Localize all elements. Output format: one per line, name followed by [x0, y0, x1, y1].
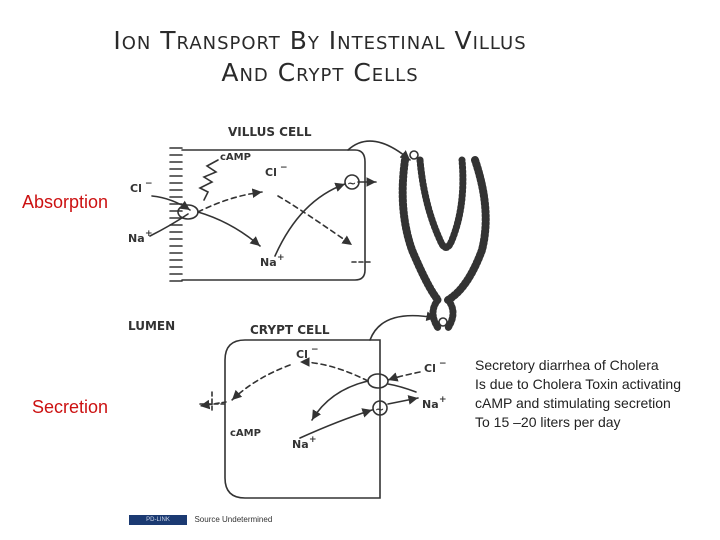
crypt-cell-label: CRYPT CELL: [250, 323, 330, 337]
villus-na-cell-label: Na: [260, 256, 277, 269]
villus-brush-border: [169, 147, 183, 282]
villus-na-path-arrow: [197, 211, 261, 247]
crypt-na-cell-charge: +: [309, 435, 317, 445]
caption-line: Secretory diarrhea of Cholera: [475, 357, 659, 373]
villus-camp-label: cAMP: [220, 152, 251, 163]
caption-line: Is due to Cholera Toxin activating: [475, 376, 681, 392]
lumen-label: LUMEN: [128, 319, 175, 333]
crypt-pump: [372, 400, 388, 416]
villus-cl-lumen-label: Cl: [130, 182, 142, 195]
crypt-na-cell-label: Na: [292, 438, 309, 451]
villus-cl-cell-charge: −: [280, 163, 288, 173]
villus-cl-entry-arrow: [151, 195, 191, 211]
crypt-na-exit-arrow: [387, 395, 419, 405]
villus-na-entry-line: [149, 213, 189, 237]
crypt-cl-exit-arrow: [199, 399, 227, 410]
cholera-caption: Secretory diarrhea of Cholera Is due to …: [475, 356, 720, 432]
crypt-cl-internal-arrow: [299, 357, 369, 382]
crypt-apical-channel: [199, 391, 225, 413]
caption-line: To 15 –20 liters per day: [475, 414, 621, 430]
villus-cotransporter: [177, 204, 199, 220]
crypt-cl-apical-arrow: [231, 364, 291, 401]
crypt-cotransporter: [367, 373, 389, 389]
villus-na-cell-charge: +: [277, 253, 285, 263]
crypt-camp-label: cAMP: [230, 428, 261, 439]
villus-na-pump-arrow: [274, 182, 346, 257]
diagram-title-line-1: Ion Transport By Intestinal Villus: [113, 26, 527, 55]
crypt-cell: [199, 311, 437, 499]
villus-cl-cell-label: Cl: [265, 166, 277, 179]
villus-illustration: [398, 150, 490, 332]
villus-cell-label: VILLUS CELL: [228, 125, 312, 139]
crypt-cell-outline: [224, 339, 381, 499]
villus-pump-symbol: ~: [347, 177, 356, 190]
villus-pointer-arrow: [347, 140, 411, 161]
crypt-pointer-arrow: [369, 311, 437, 341]
crypt-cl-cell-charge: −: [311, 345, 319, 355]
crypt-cl-entry-arrow: [387, 371, 421, 382]
villus-cl-lumen-charge: −: [145, 179, 153, 189]
diagram-title-line-2: And Crypt Cells: [221, 58, 419, 87]
source-footer: PD-LINK Source Undetermined: [129, 511, 273, 525]
villus-cell-outline: [181, 149, 366, 281]
crypt-na-blood-charge: +: [439, 395, 447, 405]
villus-na-lumen-label: Na: [128, 232, 145, 245]
villus-cell: [149, 140, 411, 282]
crypt-cl-blood-label: Cl: [424, 362, 436, 375]
absorption-label: Absorption: [22, 192, 109, 212]
crypt-na-blood-label: Na: [422, 398, 439, 411]
caption-line: cAMP and stimulating secretion: [475, 395, 671, 411]
villus-cl-basolateral-arrow: [277, 195, 353, 246]
crypt-na-pump-arrow: [299, 408, 373, 439]
crypt-na-internal-arrow: [311, 380, 369, 421]
crypt-na-entry-line: [387, 383, 417, 393]
crypt-cl-cell-label: Cl: [296, 348, 308, 361]
crypt-cl-blood-charge: −: [439, 359, 447, 369]
secretion-label: Secretion: [32, 397, 109, 417]
crypt-pump-symbol: ~: [375, 403, 384, 416]
source-logo: PD-LINK: [129, 514, 187, 525]
villus-na-lumen-charge: +: [145, 229, 153, 239]
villus-cl-path-arrow: [197, 188, 263, 213]
source-text: Source Undetermined: [194, 515, 273, 525]
villus-camp-zigzag: [198, 159, 219, 201]
